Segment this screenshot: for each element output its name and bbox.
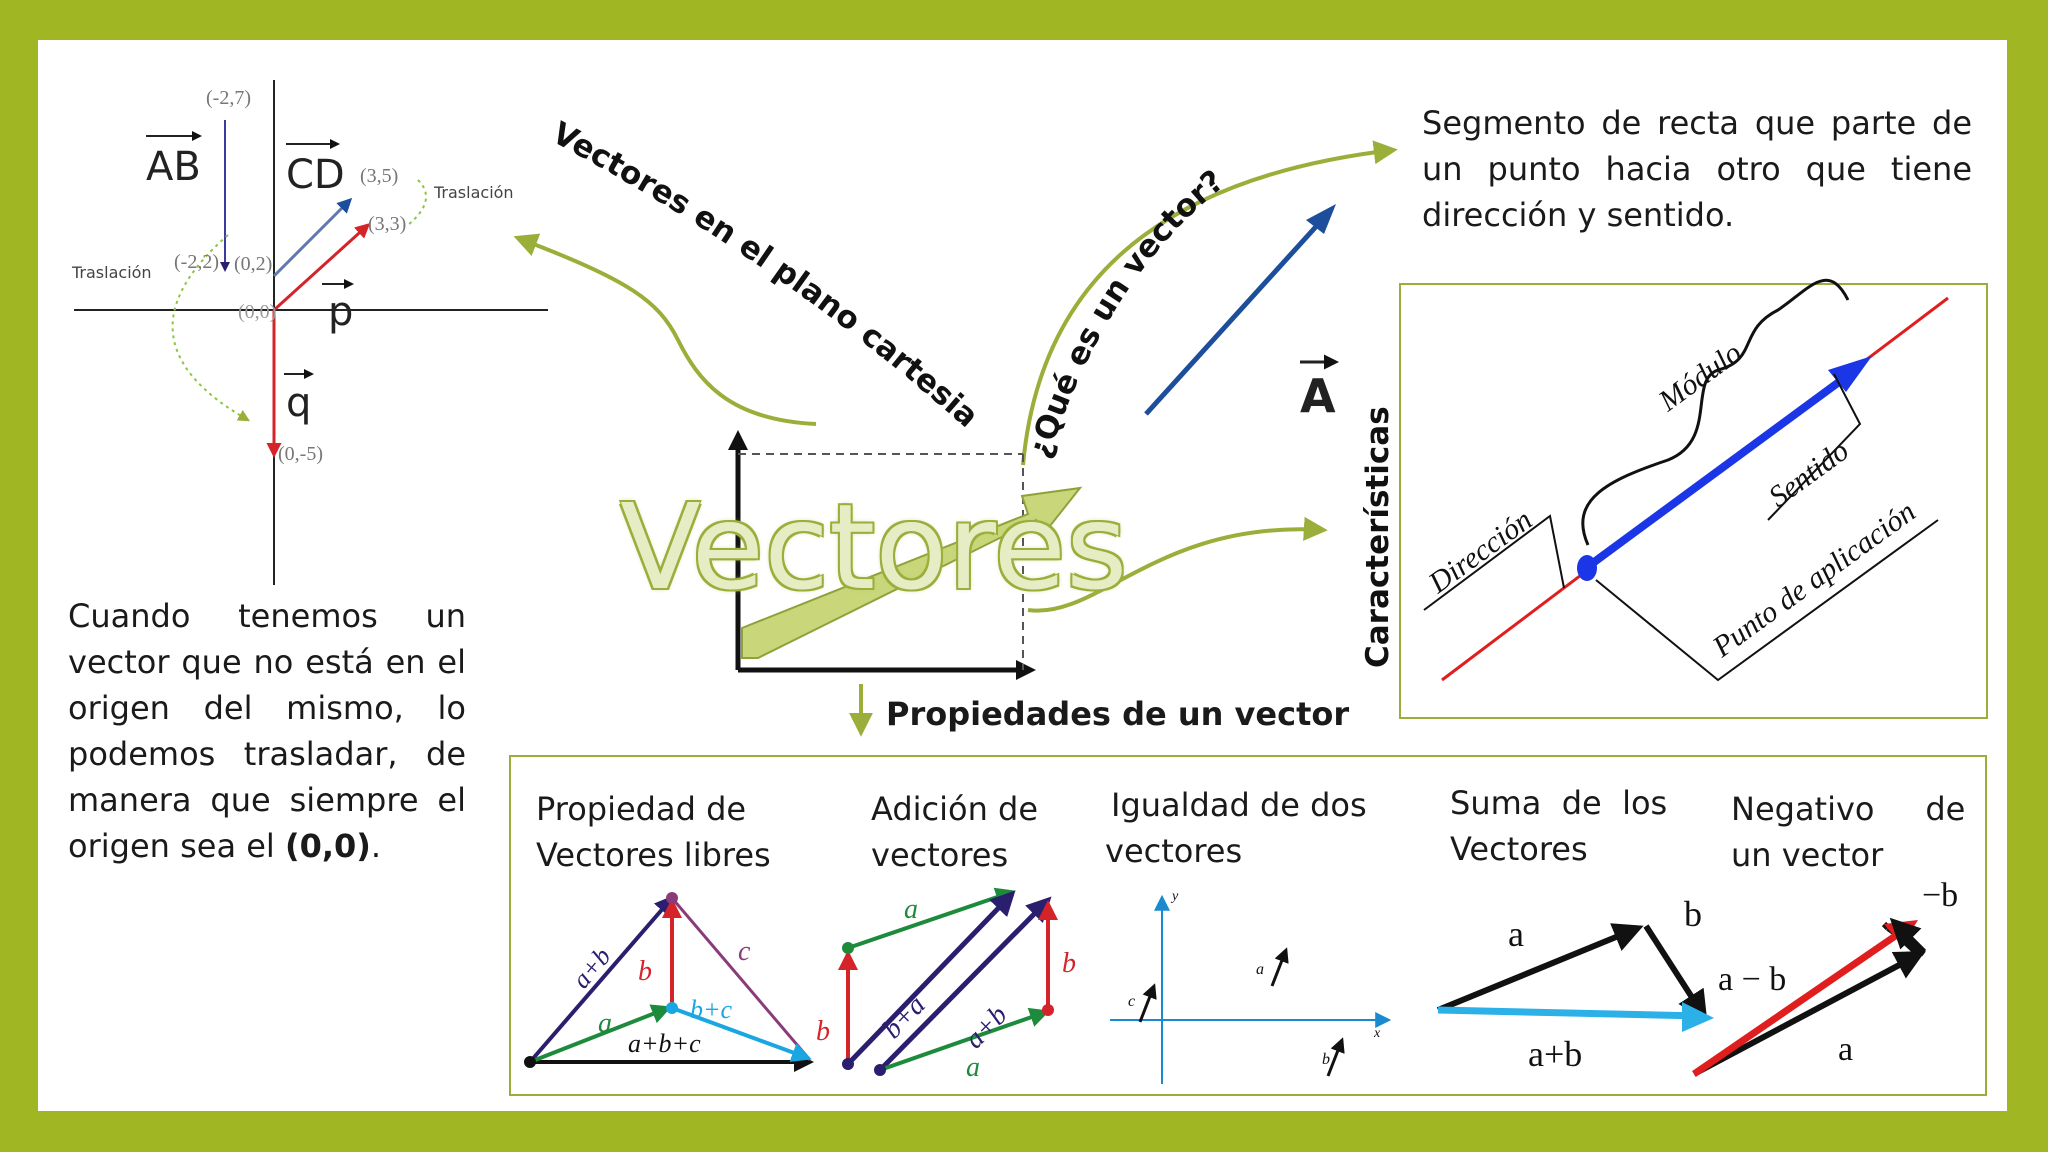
label-par-b-right: b [1062,948,1076,979]
translation-note-end: . [370,827,382,865]
label-tri-bpc: b+c [690,995,733,1024]
blue-vector [1144,218,1324,416]
translation-note-origin: (0,0) [284,827,371,865]
property-title-line1: Propiedad de [536,790,747,828]
property-igualdad: Igualdad de dos vectores [1105,782,1395,874]
property-negativo: Negativo de un vector [1731,786,1981,878]
label-neg-mb: −b [1922,877,1958,914]
property-title-line1: Suma de los [1450,784,1668,822]
label-pt-m22: (-2,2) [174,251,219,273]
label-vectores-plano: Vectores en el plano cartesiano [38,40,985,435]
label-translation-left: Traslación [71,263,152,282]
slide-canvas: AB CD p q (-2,7) (-2,2) (0,2) (0,0) (3,5… [38,40,2007,1111]
slide-graphics: AB CD p q (-2,7) (-2,2) (0,2) (0,0) (3,5… [38,40,1988,1096]
label-vec-p: p [328,289,353,335]
label-vec-q: q [286,380,311,426]
label-eq-b: b [1322,1051,1330,1068]
label-eq-y: y [1170,889,1179,904]
label-pt-0m5: (0,-5) [278,443,323,465]
big-green-arrow [741,486,1083,659]
vector-p [272,222,371,312]
label-eq-c: c [1128,993,1135,1010]
properties-heading: Propiedades de un vector [886,695,1350,733]
translation-curve-left [171,234,251,422]
arrow-to-definition [1021,140,1398,466]
property-title-line2: vectores [1105,832,1243,870]
translation-note-text: Cuando tenemos un vector que no está en … [68,597,466,865]
arrow-to-plano [513,233,817,426]
label-pt-00: (0,0) [238,301,276,323]
translation-curve-right [407,179,427,226]
label-vec-ab: AB [146,144,201,190]
property-vectores-libres: Propiedad de Vectores libres [536,786,776,878]
label-tri-c: c [738,936,751,967]
label-tri-abc: a+b+c [628,1029,701,1058]
property-title-line2: Vectores libres [536,836,771,874]
label-que-es-vector: ¿Qué es un vector? [1021,163,1230,462]
label-tri-b: b [638,956,652,987]
label-pt-35: (3,5) [360,165,398,187]
property-adicion: Adición de vectores [871,786,1091,878]
property-title-line2: vectores [871,836,1009,874]
property-suma: Suma de los Vectores [1450,780,1690,872]
main-title: Vectores [620,478,1128,616]
label-vector-a: A [1300,369,1336,423]
label-caracteristicas: Características [1360,406,1396,668]
center-axes-graphic [728,430,1083,680]
property-title-line2: Vectores [1450,830,1588,868]
label-pt-33: (3,3) [368,213,406,235]
label-tri-a: a [598,1008,612,1039]
definition-text: Segmento de recta que parte de un punto … [1422,104,1972,234]
label-eq-x: x [1373,1026,1381,1041]
diagram-negativo: a − b −b a [1692,877,1958,1077]
label-par-a-bot: a [966,1052,980,1083]
label-sum-b: b [1684,894,1702,934]
translation-note: Cuando tenemos un vector que no está en … [68,593,466,869]
label-sum-apb: a+b [1528,1034,1582,1074]
label-eq-a: a [1256,961,1264,978]
label-sum-a: a [1508,914,1524,954]
diagram-igualdad: y x a c b [1110,889,1392,1084]
property-title-line2: un vector [1731,836,1884,874]
diagram-vectores-libres: a+b b c a b+c a+b+c [524,892,814,1072]
property-title-line1: Adición de [871,790,1039,828]
label-neg-a: a [1838,1031,1853,1068]
label-translation-right: Traslación [433,183,514,202]
label-neg-amb: a − b [1718,961,1786,998]
property-title-line1: Negativo de [1731,790,1966,828]
diagram-suma: a b a+b [1436,894,1714,1074]
label-pt-m27: (-2,7) [206,87,251,109]
label-par-a-top: a [904,894,918,925]
arrow-to-caracteristicas [1027,516,1328,613]
label-pt-02: (0,2) [234,253,272,275]
vector-cd [272,197,353,278]
label-vec-cd: CD [286,152,345,198]
label-par-b-left: b [816,1016,830,1047]
property-title-line1: Igualdad de dos [1111,786,1367,824]
caracteristicas-diagram: Características Módulo Sentido Dirección… [1360,278,1988,719]
cartesian-plane: AB CD p q (-2,7) (-2,2) (0,2) (0,0) (3,5… [71,80,548,585]
